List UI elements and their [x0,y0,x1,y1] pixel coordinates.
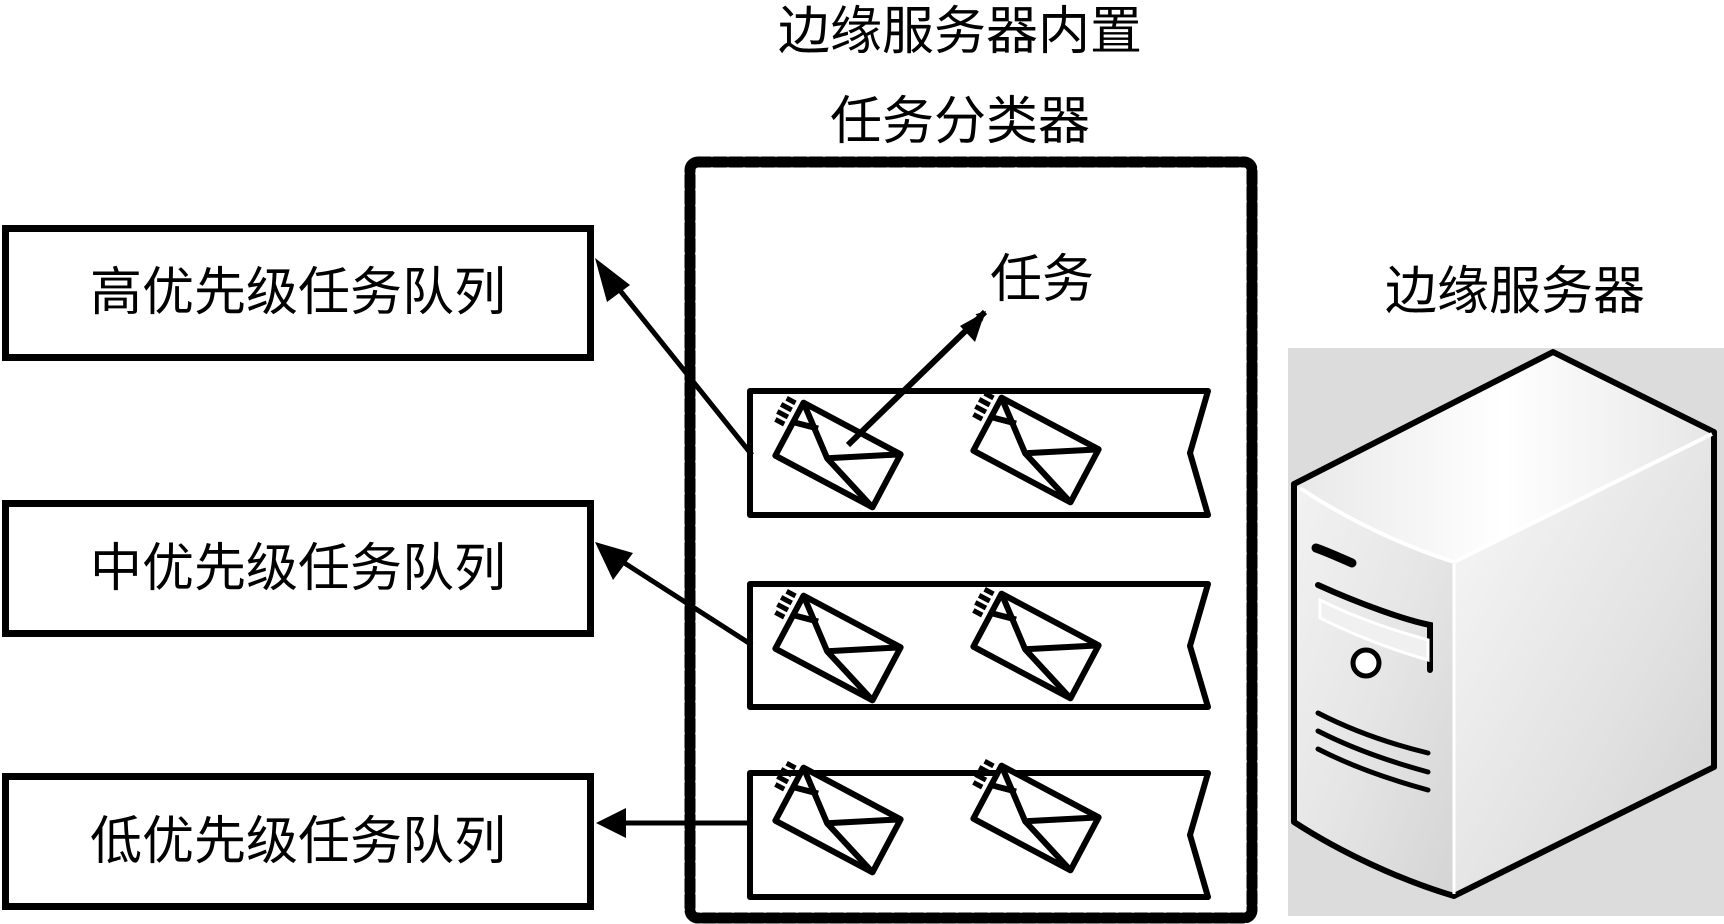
task-arrow [845,309,988,448]
classifier-title-line2: 任务分类器 [829,92,1090,152]
arrow-head-medium [595,542,633,580]
task-strip-medium [747,581,1211,710]
task-strip-low [747,757,1211,900]
edge-server-icon [1288,348,1724,916]
edge-server-label: 边缘服务器 [1384,262,1645,322]
low-priority-queue-label: 低优先级任务队列 [89,811,506,872]
arrow-head-high [595,258,630,302]
task-label: 任务 [990,250,1095,310]
low-priority-queue-box: 低优先级任务队列 [2,773,594,910]
drive-bay [1315,582,1433,673]
medium-priority-queue-label: 中优先级任务队列 [89,538,506,599]
medium-priority-queue-box: 中优先级任务队列 [2,500,594,637]
arrow-to-medium-queue [610,552,754,648]
classifier-title-line1: 边缘服务器内置 [777,2,1142,62]
task-strip-high [747,389,1211,518]
power-button-icon [1350,647,1382,679]
classifier-frame [684,156,1258,924]
arrow-head-low [596,808,626,838]
arrow-to-high-queue [608,276,754,457]
high-priority-queue-label: 高优先级任务队列 [89,263,506,323]
high-priority-queue-box: 高优先级任务队列 [2,225,594,361]
